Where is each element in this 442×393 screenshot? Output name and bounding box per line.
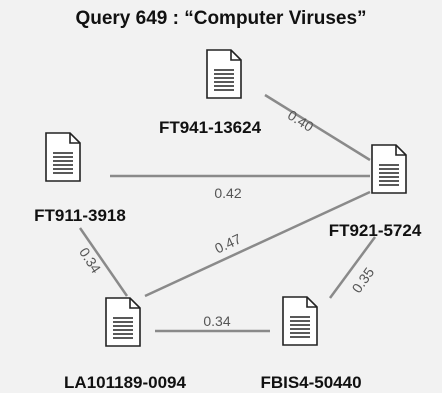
- node-label-ft921-5724: FT921-5724: [329, 221, 422, 240]
- node-label-ft911-3918: FT911-3918: [34, 206, 126, 225]
- node-label-fbis4-50440: FBIS4-50440: [260, 373, 361, 392]
- document-icon: [206, 49, 242, 99]
- edge-ft911-la101189: [78, 227, 129, 297]
- diagram-title: Query 649 : “Computer Viruses”: [75, 8, 367, 29]
- node-label-la101189-0094: LA101189-0094: [64, 373, 186, 392]
- node-label-ft941-13624: FT941-13624: [159, 118, 262, 137]
- document-icon: [282, 296, 318, 346]
- document-icon: [105, 297, 141, 347]
- edge-label-la101189-fbis4: 0.34: [203, 313, 230, 329]
- edge-label-ft941-ft921: 0.40: [285, 107, 317, 135]
- edge-la101189-ft921: [144, 190, 371, 298]
- edge-ft941-ft921: [264, 93, 371, 162]
- edge-label-ft911-la101189: 0.34: [76, 244, 104, 276]
- document-icon: [45, 132, 81, 182]
- edge-fbis4-ft921: [328, 236, 377, 299]
- document-icon: [371, 144, 407, 194]
- edge-label-ft911-ft921: 0.42: [214, 185, 241, 201]
